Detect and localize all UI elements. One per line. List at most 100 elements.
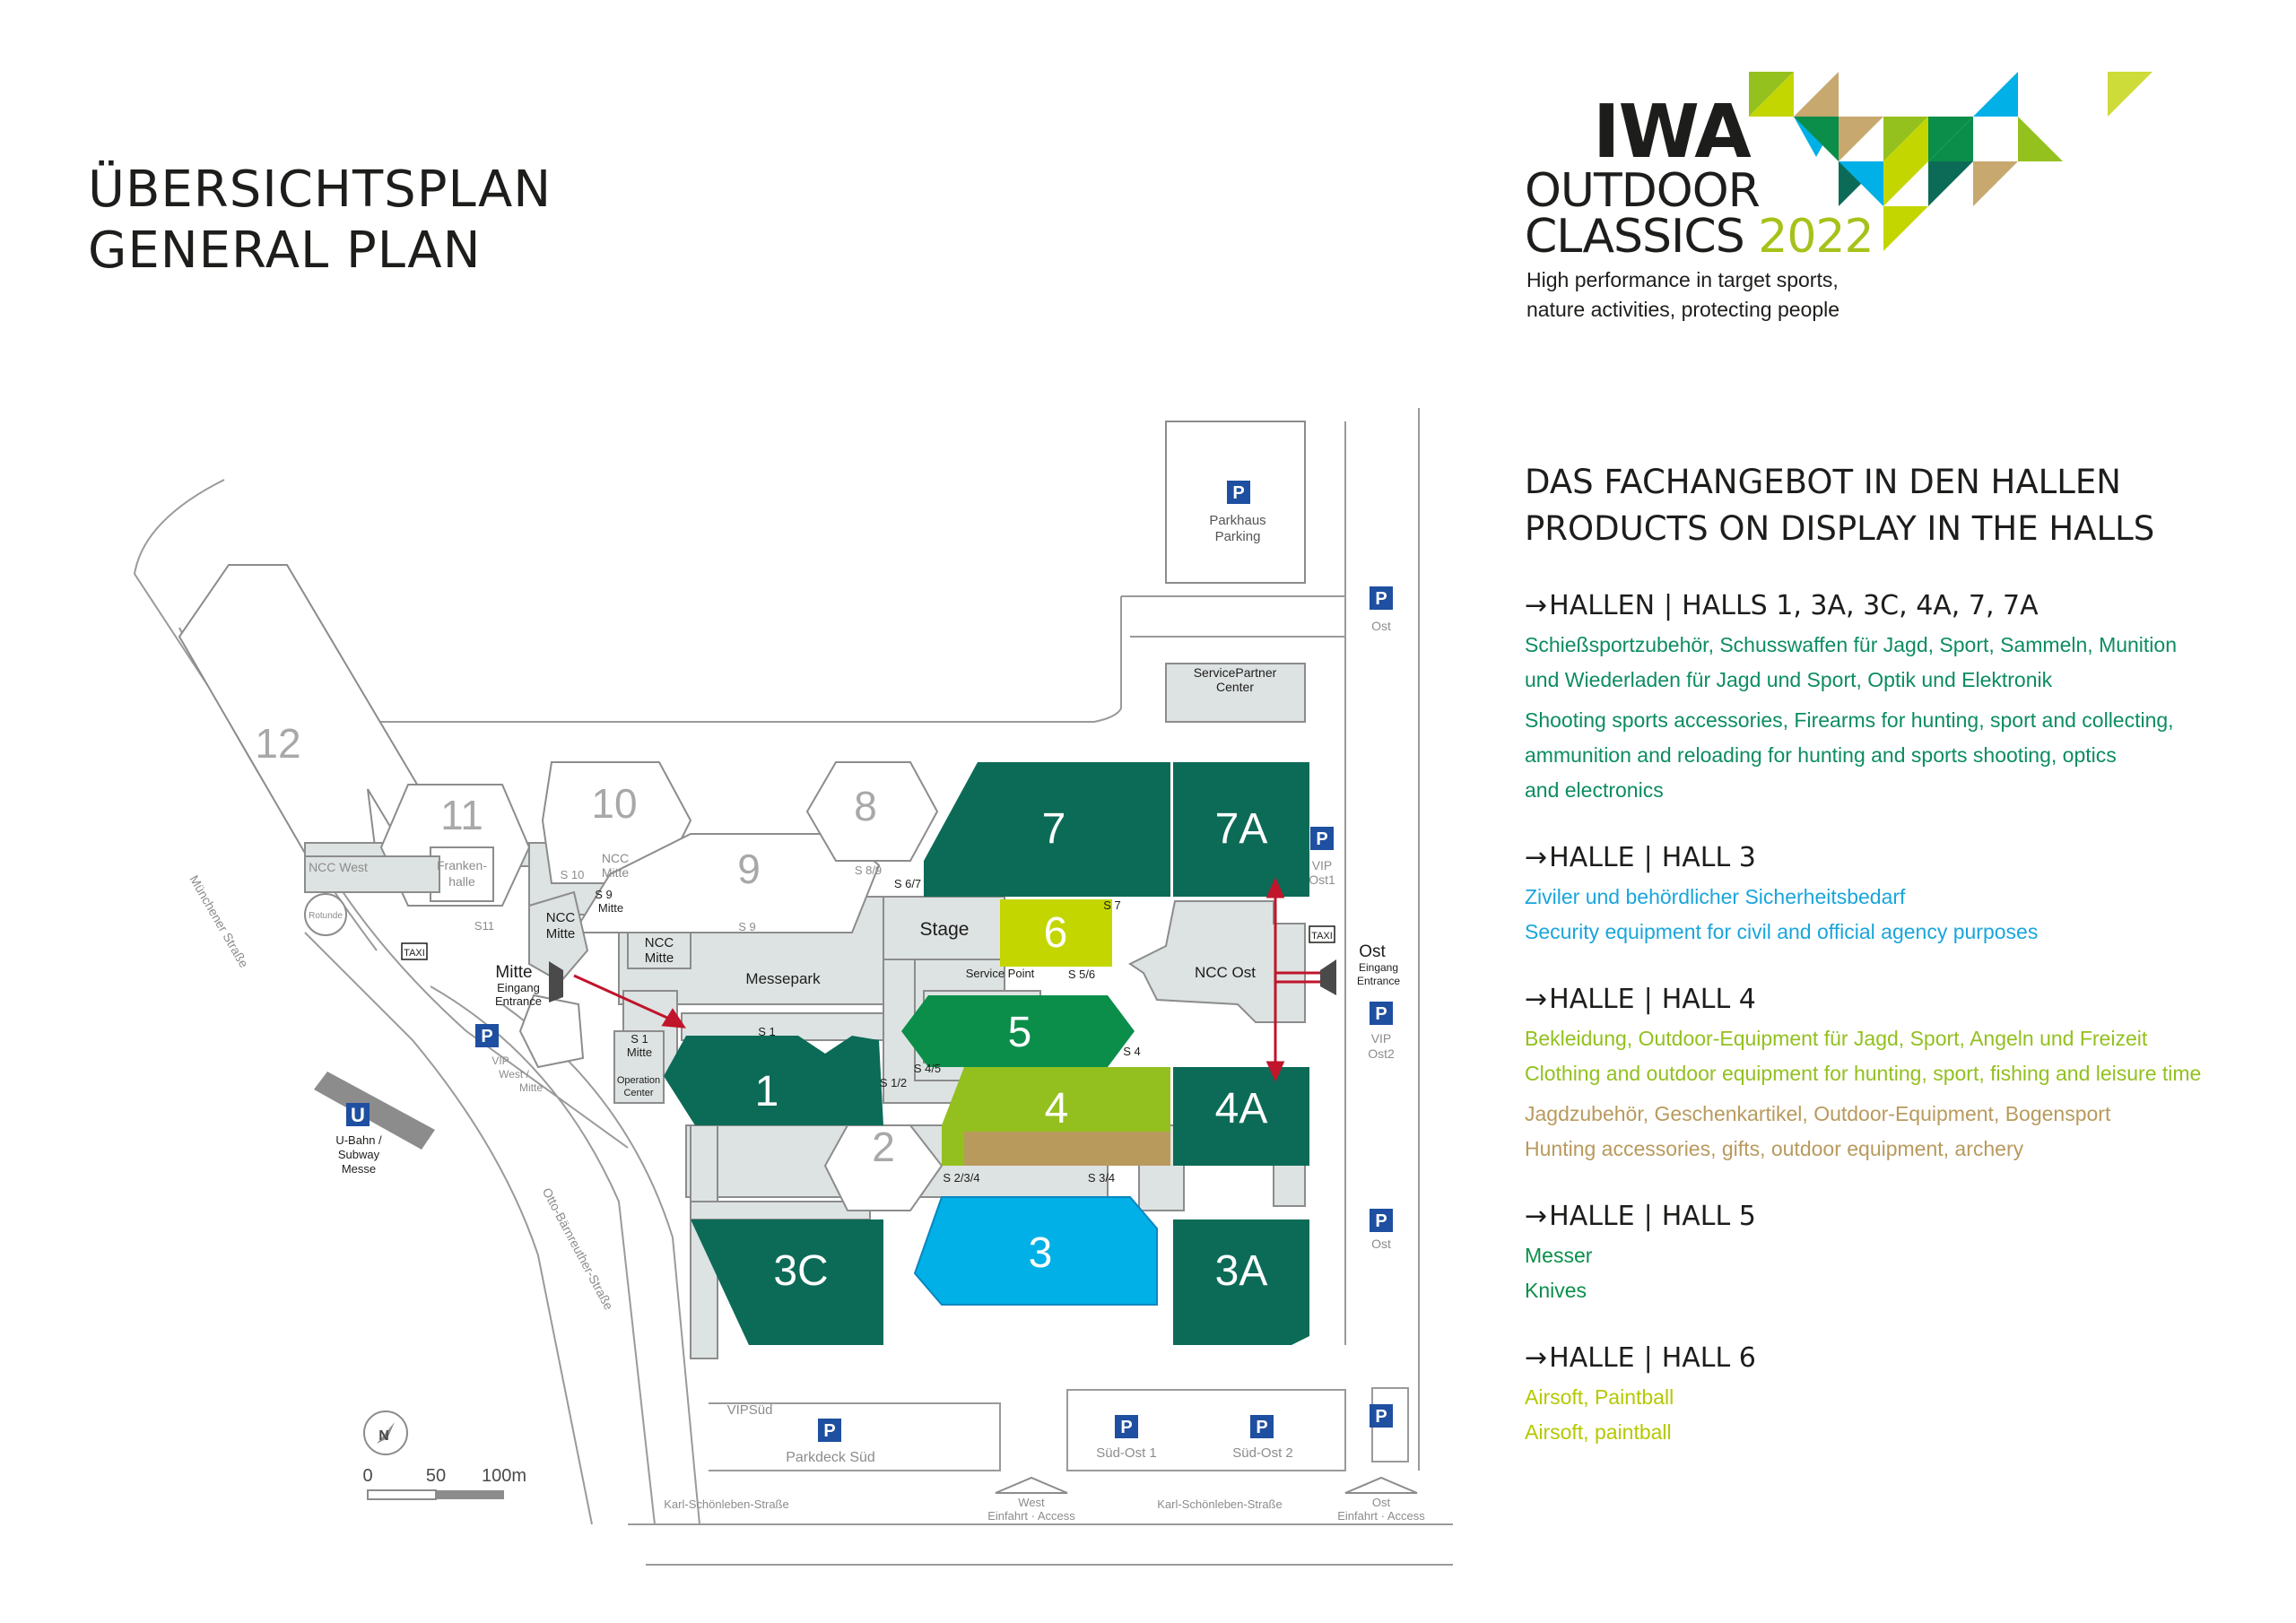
legend-section-heading: →HALLE|HALL 4: [1525, 982, 2260, 1018]
karl-schoenleben-label-east: Karl-Schönleben-Straße: [1157, 1497, 1282, 1511]
parking-letter: P: [1120, 1418, 1132, 1437]
scale-bar-light: [367, 1489, 437, 1500]
ncc-mitte-lower: [518, 994, 585, 1069]
route-arrow: [573, 974, 678, 1024]
legend-description-line: Airsoft, Paintball: [1525, 1385, 1674, 1409]
hall-4-tan-zone: [964, 1132, 1170, 1166]
ost-entrance-icon: [1320, 959, 1336, 995]
parkhaus-label-2: Parking: [1215, 529, 1261, 544]
parking-icon[interactable]: [1250, 1415, 1274, 1438]
rotunde-label: Rotunde: [309, 911, 343, 921]
hall-3c: [691, 1219, 883, 1345]
parking-icon[interactable]: [475, 1024, 499, 1047]
parking-icon[interactable]: [1370, 586, 1393, 610]
parking-icon[interactable]: [1227, 481, 1250, 504]
logo-triangle: [1794, 72, 1839, 117]
gate-s4-5: S 4/5: [914, 1062, 941, 1075]
page-title: ÜBERSICHTSPLAN GENERAL PLAN: [88, 160, 552, 282]
ost-parking-label: Ost: [1371, 619, 1391, 633]
legend-label-english: HALLS 1, 3A, 3C, 4A, 7, 7A: [1682, 590, 2039, 621]
hall-12-label: 12: [255, 720, 300, 767]
parking-icon[interactable]: [1115, 1415, 1138, 1438]
logo-triangle: [2018, 117, 2063, 161]
logo-classics: CLASSICS: [1525, 210, 1745, 264]
gate-s5-6: S 5/6: [1068, 968, 1095, 981]
gate-s9-mitte-2: Mitte: [598, 901, 623, 915]
ncc-mitte-small-label-2: Mitte: [645, 950, 674, 966]
hall-7: [924, 762, 1170, 897]
road-outline: [304, 932, 593, 1525]
walkway: [690, 1201, 871, 1220]
ncc-mitte-top-label-1: NCC: [602, 851, 629, 865]
mitte-entrance-sublabel: Entrance: [495, 994, 542, 1008]
parking-icon[interactable]: [1370, 1209, 1393, 1232]
sued-ost1-label: Süd-Ost 1: [1096, 1445, 1157, 1461]
hall-6-label: 6: [1044, 909, 1068, 957]
legend-separator: |: [1643, 984, 1653, 1015]
parking-letter: P: [1316, 829, 1327, 849]
legend-section-heading: →HALLE|HALL 5: [1525, 1199, 2260, 1235]
mitte-eingang-label: Eingang: [497, 981, 540, 994]
legend-separator: |: [1643, 842, 1653, 873]
hall-4-label: 4: [1045, 1085, 1069, 1133]
frankenhalle-label-2: halle: [448, 874, 475, 889]
legend-description-line: Ziviler und behördlicher Sicherheitsbeda…: [1525, 885, 1906, 908]
road-outline: [377, 596, 1122, 723]
vip-west-label-3: Mitte: [519, 1081, 543, 1094]
parking-icon[interactable]: [1310, 827, 1334, 850]
gate-s10: S 10: [561, 868, 585, 881]
parking-area: [709, 1402, 1001, 1471]
frankenhalle: [430, 846, 494, 902]
logo-triangles: [1749, 72, 2152, 251]
ost-access-arrow-icon: [1344, 1476, 1418, 1494]
legend-label-german: HALLE: [1549, 842, 1635, 873]
gate-s9-mitte-1: S 9: [595, 888, 613, 901]
vip-ost1-label-1: VIP: [1312, 858, 1333, 872]
legend-description-line: Security equipment for civil and officia…: [1525, 920, 2039, 943]
gate-s3-4: S 3/4: [1088, 1171, 1115, 1185]
gate-s1-mitte-2: Mitte: [627, 1046, 652, 1059]
scale-label-0: 0: [362, 1466, 372, 1486]
gate-s2-3-4: S 2/3/4: [943, 1171, 979, 1185]
compass-needle-icon: [377, 1422, 395, 1444]
parking-icon[interactable]: [1370, 1002, 1393, 1025]
vip-ost2-label-1: VIP: [1371, 1031, 1392, 1046]
legend-section-heading: →HALLE | HALL 3: [1525, 840, 2260, 876]
otto-baernreuther-strasse-label: Otto-Bärnreuther-Straße: [540, 1185, 616, 1313]
parking-icon[interactable]: [1370, 1404, 1393, 1428]
frankenhalle-label-1: Franken-: [437, 858, 487, 872]
logo-brand: IWA: [1593, 90, 1752, 175]
legend-label-german: HALLE: [1549, 1201, 1635, 1232]
parking-icon[interactable]: [818, 1419, 841, 1442]
legend-label-english: HALL 5: [1661, 1201, 1756, 1232]
gate-s1-2: S 1/2: [880, 1076, 907, 1089]
parking-area: [1066, 1389, 1346, 1471]
vip-west-label-2: West /: [499, 1068, 529, 1081]
ost-entrance-sublabel: Entrance: [1357, 975, 1400, 987]
legend-description-line: ammunition and reloading for hunting and…: [1525, 743, 2117, 767]
compass-north-label: N: [378, 1428, 389, 1444]
operation-center-label-2: Center: [623, 1088, 653, 1098]
site-map: 12 11 10 9 8 2: [133, 408, 1453, 1566]
legend-description-line: Shooting sports accessories, Firearms fo…: [1525, 708, 2174, 732]
legend-arrow-icon: →: [1525, 842, 1548, 873]
servicepartner-label-2: Center: [1216, 680, 1254, 694]
logo-triangle: [1928, 161, 1973, 206]
karl-schoenleben-label-west: Karl-Schönleben-Straße: [664, 1497, 788, 1511]
ubahn-icon: [346, 1103, 370, 1126]
hall-2: [823, 1124, 944, 1211]
operation-center-label-1: Operation: [617, 1075, 660, 1086]
road-outline: [430, 985, 656, 1525]
hall-3c-label: 3C: [773, 1247, 828, 1295]
legend-description-line: Clothing and outdoor equipment for hunti…: [1525, 1062, 2202, 1085]
legend-label-german: HALLE: [1549, 1342, 1635, 1374]
legend-description-line: Schießsportzubehör, Schusswaffen für Jag…: [1525, 633, 2178, 656]
logo-triangle: [1794, 117, 1839, 161]
taxi-label: TAXI: [404, 948, 425, 959]
legend-arrow-icon: →: [1525, 590, 1548, 621]
ncc-mitte-small-label-1: NCC: [645, 935, 674, 950]
legend-label-english: HALL 3: [1661, 842, 1756, 873]
logo-triangle: [1883, 206, 1928, 251]
